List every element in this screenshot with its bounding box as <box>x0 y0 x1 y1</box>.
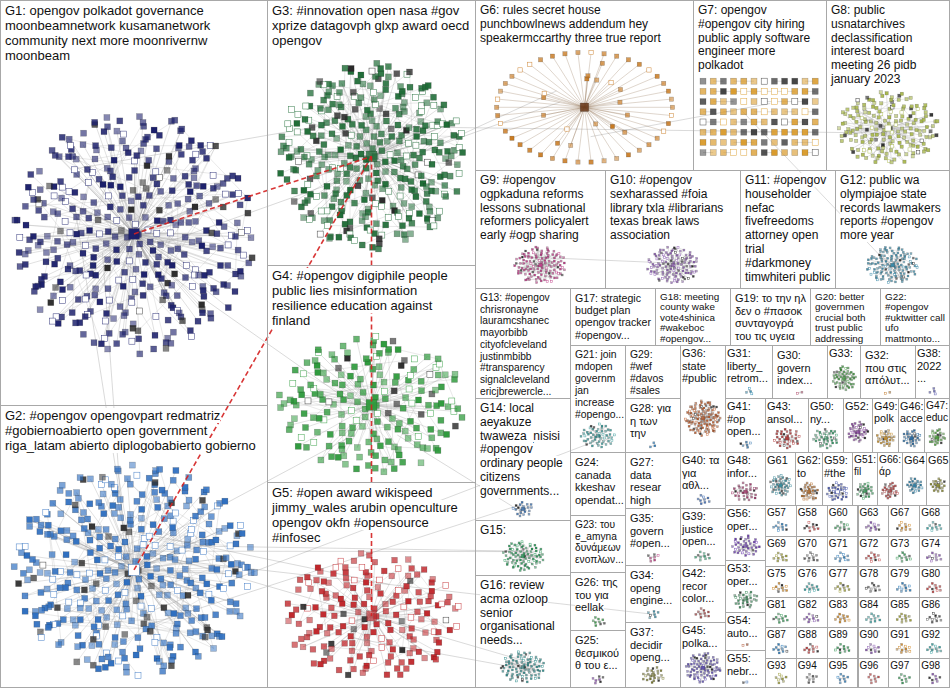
canvas: G1: opengov polkadot governance moonbeam… <box>0 0 950 688</box>
